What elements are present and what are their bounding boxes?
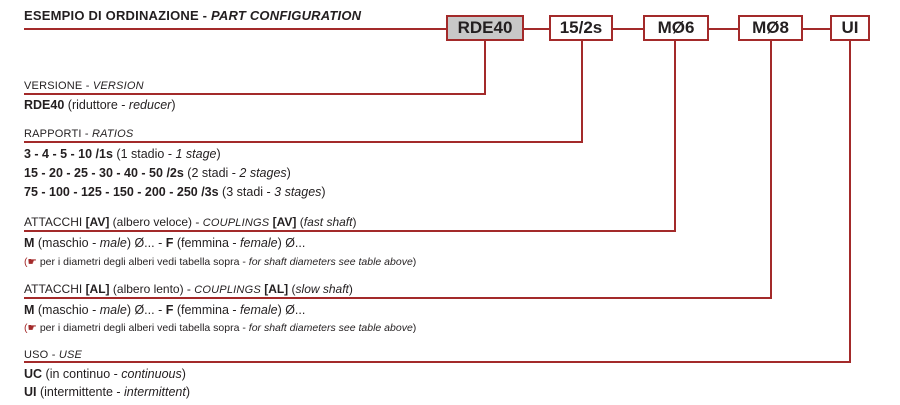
ratio-row-3: 75 - 100 - 125 - 150 - 200 - 250 /3s (3 … [24, 185, 326, 199]
slow-couplings-note: (☛ per i diametri degli alberi vedi tabe… [24, 322, 417, 334]
use-connector [24, 41, 851, 363]
ratios-header: RAPPORTI - RATIOS [24, 128, 134, 140]
version-connector [24, 41, 486, 95]
slow-couplings-header: ATTACCHI [AL] (albero lento) - COUPLINGS… [24, 282, 353, 296]
pointing-hand-icon: ☛ [27, 322, 37, 334]
ratios-connector [24, 41, 583, 143]
version-header: VERSIONE - VERSION [24, 80, 144, 92]
fast-couplings-header: ATTACCHI [AV] (albero veloce) - COUPLING… [24, 215, 357, 229]
fast-couplings-options: M (maschio - male) Ø... - F (femmina - f… [24, 236, 306, 250]
code-box-version: RDE40 [446, 15, 524, 41]
use-row-intermittent: UI (intermittente - intermittent) [24, 385, 191, 399]
code-box-fast-coupling: MØ6 [643, 15, 709, 41]
ratio-row-1: 3 - 4 - 5 - 10 /1s (1 stadio - 1 stage) [24, 147, 221, 161]
code-box-ratio: 15/2s [549, 15, 613, 41]
use-row-continuous: UC (in continuo - continuous) [24, 367, 186, 381]
fast-couplings-connector [24, 41, 676, 232]
fast-couplings-note: (☛ per i diametri degli alberi vedi tabe… [24, 256, 417, 268]
use-header: USO - USE [24, 349, 83, 361]
slow-couplings-connector [24, 41, 772, 299]
version-line: RDE40 (riduttore - reducer) [24, 98, 176, 112]
ratio-row-2: 15 - 20 - 25 - 30 - 40 - 50 /2s (2 stadi… [24, 166, 291, 180]
pointing-hand-icon: ☛ [27, 256, 37, 268]
slow-couplings-options: M (maschio - male) Ø... - F (femmina - f… [24, 303, 306, 317]
code-box-slow-coupling: MØ8 [738, 15, 803, 41]
page-title: ESEMPIO DI ORDINAZIONE - PART CONFIGURAT… [24, 8, 362, 23]
code-box-use: UI [830, 15, 870, 41]
